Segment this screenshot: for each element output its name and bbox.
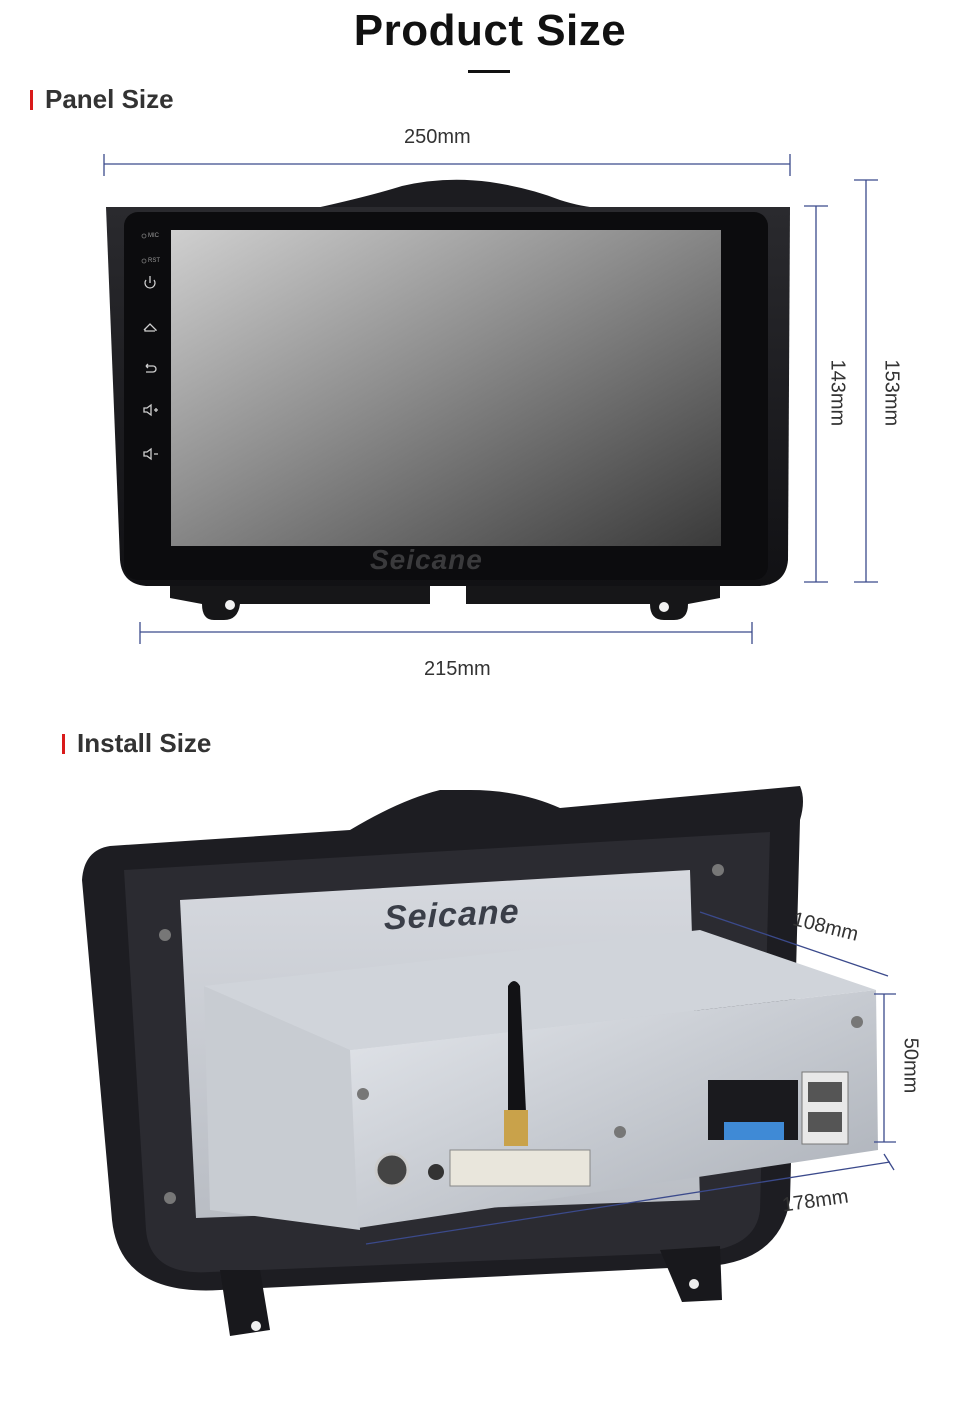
panel-top-hump: [316, 179, 600, 208]
install-height: 50mm: [899, 1037, 922, 1094]
panel-size-label: Panel Size: [45, 84, 174, 114]
accent-bar: [30, 90, 33, 110]
page-title: Product Size: [353, 6, 627, 55]
volume-up-icon: [143, 403, 158, 417]
volume-down-icon: [143, 447, 158, 461]
install-size-heading: Install Size: [62, 728, 211, 759]
install-size-label: Install Size: [77, 728, 212, 758]
rst-label: RST: [148, 258, 160, 264]
panel-size-heading: Panel Size: [30, 84, 174, 115]
install-depth: 108mm: [790, 908, 861, 946]
accent-bar: [62, 734, 65, 754]
panel-height-inner: 143mm: [826, 359, 849, 427]
panel-height-outer: 153mm: [880, 359, 903, 427]
install-width: 178mm: [780, 1185, 850, 1217]
mic-label: MIC: [148, 233, 159, 239]
home-icon: [143, 323, 157, 332]
panel-screen: [171, 230, 721, 546]
back-icon: [145, 363, 157, 373]
panel-drawing: [103, 154, 878, 644]
install-brand-logo: Seicane: [384, 892, 520, 938]
panel-width-bottom: 215mm: [424, 658, 491, 680]
power-icon: [144, 279, 156, 289]
install-frame: [82, 786, 803, 1291]
title-underline: [468, 70, 510, 73]
panel-brand-logo: Seicane: [370, 544, 483, 575]
panel-width-top: 250mm: [404, 126, 471, 148]
